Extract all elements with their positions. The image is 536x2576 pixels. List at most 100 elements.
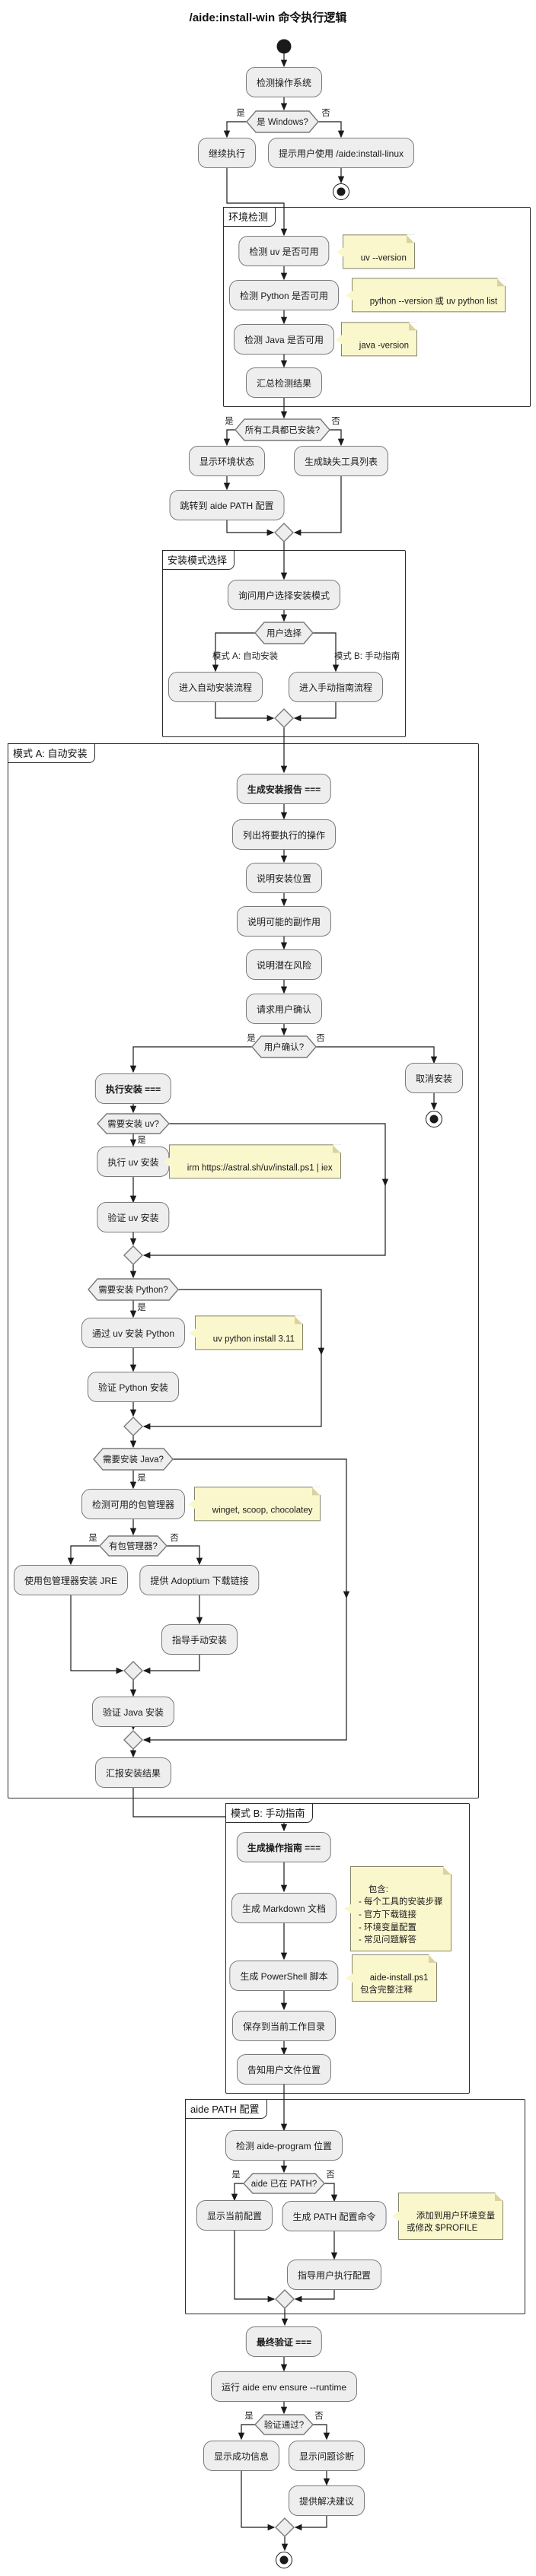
- decision-need-uv-label: 需要安装 uv?: [107, 1120, 159, 1129]
- decision-need-python: [88, 1278, 179, 1301]
- node-ask-mode: 询问用户选择安装模式: [227, 580, 341, 610]
- merge-diamonds: [123, 523, 295, 2537]
- node-verify-python: 验证 Python 安装: [87, 1372, 180, 1402]
- node-diagnose: 显示问题诊断: [288, 2441, 365, 2471]
- end-node-linux: [333, 183, 349, 200]
- branch-mode-a: 模式 A: 自动安装: [212, 652, 279, 661]
- end-node-cancel: [426, 1111, 442, 1127]
- node-check-java: 检测 Java 是否可用: [233, 324, 335, 355]
- decision-shapes: [88, 110, 330, 2435]
- node-suggest: 提供解决建议: [288, 2485, 365, 2516]
- node-show-env: 显示环境状态: [188, 446, 266, 476]
- decision-aide-in-path: [243, 2173, 325, 2194]
- node-risks: 说明潜在风险: [245, 949, 323, 980]
- node-summary-check: 汇总检测结果: [245, 367, 323, 398]
- note-tail: [346, 1973, 353, 1983]
- partition-env: [223, 207, 531, 407]
- start-node: [276, 39, 292, 54]
- note-tail: [163, 1157, 170, 1166]
- node-enter-auto: 进入自动安装流程: [168, 672, 263, 702]
- node-guide-config: 指导用户执行配置: [286, 2260, 382, 2290]
- node-check-uv: 检测 uv 是否可用: [238, 236, 330, 266]
- branch-no-confirm: 否: [316, 1034, 325, 1043]
- decision-aide-in-path-label: aide 已在 PATH?: [250, 2180, 317, 2189]
- node-adoptium: 提供 Adoptium 下载链接: [139, 1565, 260, 1595]
- node-save-cwd: 保存到当前工作目录: [231, 2011, 337, 2041]
- node-prompt-linux: 提示用户使用 /aide:install-linux: [267, 138, 415, 168]
- decision-user-choice-label: 用户选择: [266, 629, 302, 638]
- node-req-confirm: 请求用户确认: [245, 994, 323, 1024]
- node-pkgmgr-jre: 使用包管理器安装 JRE: [13, 1565, 129, 1595]
- branch-yes-verify: 是: [244, 2412, 254, 2421]
- node-detect-aide: 检测 aide-program 位置: [225, 2130, 343, 2161]
- note-tail: [392, 2211, 399, 2221]
- decision-verify-pass: [254, 2414, 314, 2435]
- branch-yes-windows: 是: [236, 109, 245, 118]
- branch-yes-need-uv: 是: [137, 1136, 146, 1145]
- diagram-title: /aide:install-win 命令执行逻辑: [189, 11, 347, 24]
- branch-no-verify: 否: [314, 2412, 324, 2421]
- node-gen-guide: 生成操作指南 ===: [236, 1832, 332, 1862]
- node-final-verify: 最终验证 ===: [245, 2326, 323, 2357]
- note-tail: [335, 335, 342, 344]
- decision-has-pkgmgr-label: 有包管理器?: [109, 1542, 158, 1551]
- node-detect-pkgmgr: 检测可用的包管理器: [81, 1489, 186, 1519]
- edges: [67, 53, 438, 2552]
- partition-aide-path-label: aide PATH 配置: [185, 2099, 267, 2119]
- node-tell-loc: 告知用户文件位置: [236, 2054, 332, 2085]
- branch-mode-b: 模式 B: 手动指南: [333, 652, 400, 661]
- node-guide-manual: 指导手动安装: [161, 1624, 238, 1655]
- note-uv-version: uv --version: [337, 234, 415, 269]
- node-run-ensure: 运行 aide env ensure --runtime: [210, 2371, 358, 2402]
- node-list-ops: 列出将要执行的操作: [231, 819, 337, 850]
- node-missing-list: 生成缺失工具列表: [293, 446, 389, 476]
- decision-user-confirm-label: 用户确认?: [263, 1043, 305, 1052]
- branch-no-in-path: 否: [326, 2171, 335, 2180]
- node-cancel: 取消安装: [404, 1063, 464, 1093]
- decision-all-installed: [234, 418, 330, 441]
- partition-mode-a: [8, 743, 479, 1798]
- partition-mode-a-label: 模式 A: 自动安装: [8, 743, 95, 763]
- node-detect-os: 检测操作系统: [245, 67, 323, 97]
- end-node-final: [276, 2552, 292, 2568]
- note-tail: [188, 1499, 195, 1509]
- note-tail: [189, 1328, 196, 1337]
- note-java-version: java -version: [335, 322, 417, 357]
- note-tail: [344, 1904, 351, 1913]
- note-pkg-managers: winget, scoop, chocolatey: [188, 1487, 321, 1522]
- node-gen-ps1: 生成 PowerShell 脚本: [229, 1961, 339, 1991]
- decision-need-uv: [97, 1113, 170, 1134]
- branch-yes-need-python: 是: [137, 1303, 146, 1312]
- branch-yes-confirm: 是: [247, 1034, 256, 1043]
- decision-user-confirm: [251, 1035, 317, 1058]
- branch-no-all-installed: 否: [331, 417, 340, 426]
- note-path-profile: 添加到用户环境变量 或修改 $PROFILE: [392, 2192, 504, 2240]
- node-success: 显示成功信息: [203, 2441, 280, 2471]
- branch-yes-all-installed: 是: [225, 417, 234, 426]
- decision-need-java-label: 需要安装 Java?: [103, 1455, 164, 1465]
- branch-no-windows: 否: [321, 109, 330, 118]
- decision-has-pkgmgr: [99, 1535, 168, 1557]
- note-tail: [337, 247, 343, 256]
- decision-need-java: [93, 1448, 174, 1471]
- node-show-config: 显示当前配置: [196, 2200, 273, 2231]
- decision-is-windows: [246, 110, 319, 133]
- node-enter-manual: 进入手动指南流程: [288, 672, 384, 702]
- branch-no-pkgmgr: 否: [170, 1534, 179, 1543]
- note-irm-install: irm https://astral.sh/uv/install.ps1 | i…: [163, 1144, 341, 1179]
- node-install-python: 通过 uv 安装 Python: [81, 1318, 186, 1348]
- node-gen-path-cmd: 生成 PATH 配置命令: [282, 2201, 387, 2231]
- note-md-contents: 包含: - 每个工具的安装步骤 - 官方下载链接 - 环境变量配置 - 常见问题…: [344, 1865, 451, 1952]
- node-exec-install: 执行安装 ===: [94, 1073, 172, 1104]
- node-verify-uv: 验证 uv 安装: [97, 1202, 170, 1232]
- decision-user-choice: [254, 622, 314, 644]
- partition-mode-b-label: 模式 B: 手动指南: [225, 1803, 313, 1823]
- branch-yes-need-java: 是: [137, 1474, 146, 1483]
- partition-env-label: 环境检测: [223, 207, 276, 227]
- node-report-result: 汇报安装结果: [94, 1757, 172, 1788]
- decision-need-python-label: 需要安装 Python?: [98, 1286, 168, 1295]
- decision-all-installed-label: 所有工具都已安装?: [244, 426, 321, 435]
- note-python-version: python --version 或 uv python list: [346, 278, 506, 313]
